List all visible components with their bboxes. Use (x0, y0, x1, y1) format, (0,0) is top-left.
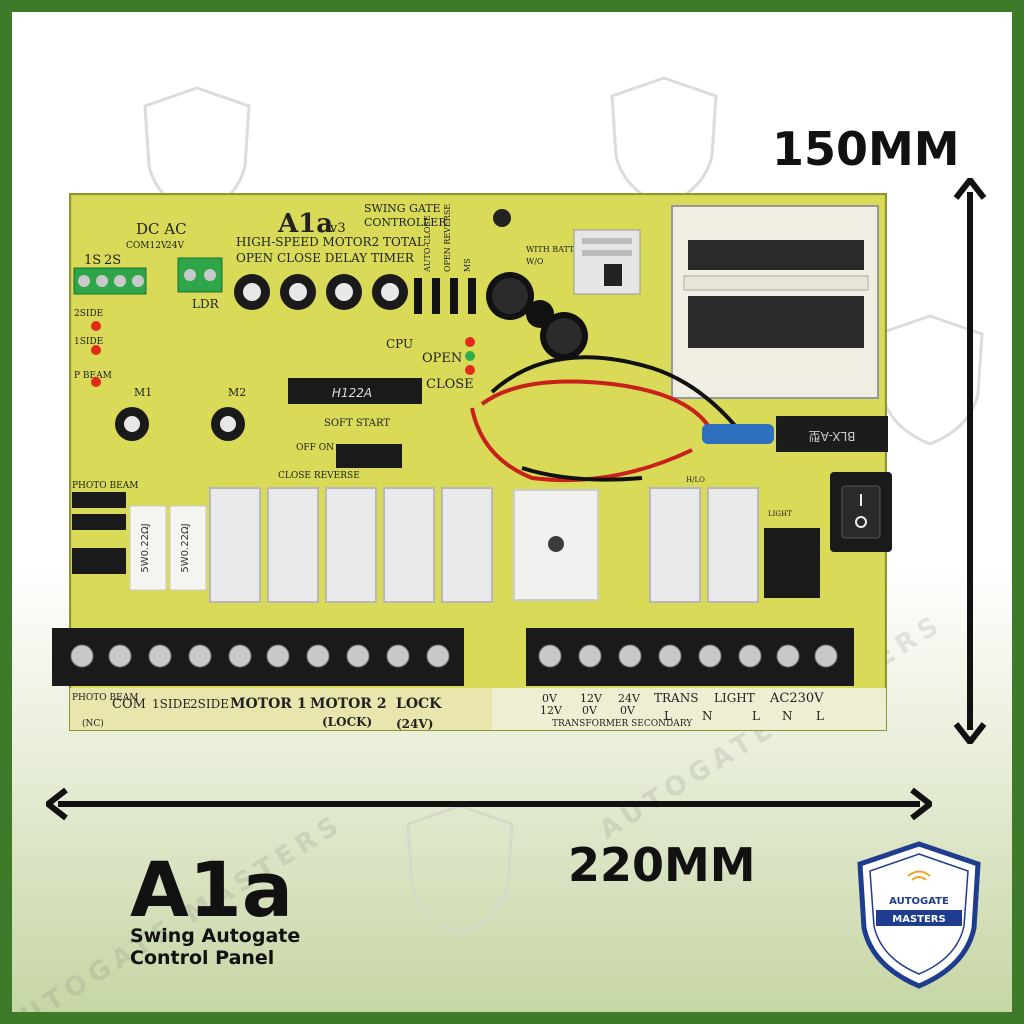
wire-harness (470, 355, 744, 483)
board-heading-1: SWING GATE (364, 202, 441, 215)
width-dimension-label: 220MM (568, 838, 756, 892)
bridge-rectifier (513, 489, 599, 601)
label-photo-beam-bottom: PHOTO BEAM (72, 693, 138, 703)
label-tr-24v: 24V (618, 692, 641, 705)
brand-logo-line2: MASTERS (892, 914, 945, 925)
label-light-l: L (752, 709, 760, 723)
board-com12v: COM12V (126, 241, 168, 251)
jumper-block (414, 278, 476, 314)
board-dc-ac: DC AC (136, 220, 187, 238)
cpu-chip-label: H122A (332, 386, 372, 400)
label-soft-start: SOFT START (324, 418, 390, 429)
relay-bank-left (209, 487, 493, 603)
label-m1: M1 (134, 386, 152, 399)
product-subtitle-line1: Swing Autogate (130, 925, 301, 947)
label-light-relay: LIGHT (768, 510, 792, 518)
label-tr-0v-b: 0V (582, 704, 598, 717)
power-transformer (671, 205, 888, 452)
board-with-battery: WITH BATTERY (526, 245, 592, 254)
label-lock: LOCK (396, 696, 442, 712)
resistor-label-1: 5W0.22ΩJ (140, 523, 151, 572)
board-model: A1a (277, 209, 333, 239)
jumper-label-auto-close: AUTO-CLOSE (423, 215, 432, 273)
wire-connector (702, 424, 774, 444)
label-lock-24v: (24V) (396, 717, 433, 731)
board-pot-header-bottom: OPEN CLOSE DELAY TIMER (236, 251, 415, 265)
ldr-terminal (177, 257, 223, 293)
board-1s: 1S (84, 253, 101, 268)
label-ac230v: AC230V (769, 691, 824, 706)
label-hi-lo: H/LO (686, 476, 705, 484)
height-dimension-label: 150MM (772, 122, 960, 176)
electrolytic-capacitors (486, 209, 588, 360)
status-leds-left (91, 321, 101, 387)
label-nc: (NC) (82, 718, 104, 729)
relay-bank-right (649, 487, 759, 603)
terminal-screws (70, 644, 838, 668)
label-tr-0v: 0V (542, 692, 558, 705)
label-light: LIGHT (714, 691, 755, 705)
jumper-label-ms: MS (463, 258, 472, 272)
label-ac-l: L (816, 709, 824, 723)
photo-beam-header (72, 492, 126, 574)
label-pbeam: P BEAM (74, 371, 112, 381)
cpu-chip: H122A (288, 378, 422, 404)
label-cpu: CPU (386, 337, 413, 351)
label-trans: TRANS (654, 691, 698, 705)
board-2s: 2S (104, 253, 121, 268)
label-1side: 1SIDE (74, 337, 103, 347)
label-ac-n: N (782, 709, 793, 723)
product-subtitle-line2: Control Panel (130, 946, 275, 969)
label-open: OPEN (422, 351, 462, 366)
label-close: CLOSE (426, 377, 474, 392)
transformer-tag: BLX-A型 (809, 429, 856, 443)
potentiometer-row-top (234, 274, 408, 310)
brand-logo: AUTOGATE MASTERS (857, 841, 981, 989)
jumper-label-open-reverse: OPEN REVERSE (443, 204, 452, 272)
label-m2: M2 (228, 386, 246, 399)
product-subtitle: Swing Autogate Control Panel (130, 925, 301, 970)
label-close-reverse: CLOSE REVERSE (278, 471, 360, 481)
label-trans-l: L (664, 709, 672, 723)
brand-logo-line1: AUTOGATE (889, 896, 949, 907)
label-com: COM (112, 697, 146, 712)
label-2side-bottom: 2SIDE (190, 697, 229, 711)
product-title: A1a (130, 845, 293, 934)
label-tr-12v: 12V (580, 692, 603, 705)
label-light-n: N (702, 709, 713, 723)
resistor-label-2: 5W0.22ΩJ (180, 523, 191, 572)
control-panel-board: A1a v3 SWING GATE CONTROLLER DC AC COM12… (52, 193, 892, 731)
board-version: v3 (329, 221, 346, 236)
label-tr-12v-b: 12V (540, 704, 563, 717)
label-transformer-secondary: TRANSFORMER SECONDARY (552, 719, 693, 729)
board-heading-2: CONTROLLER (364, 216, 447, 229)
power-rocker-switch (830, 472, 892, 552)
watermark-shield-4 (406, 804, 514, 936)
board-wo-battery: W/O (526, 257, 544, 266)
board-24v: 24V (166, 241, 184, 251)
power-resistors: 5W0.22ΩJ 5W0.22ΩJ (129, 505, 207, 591)
board-ldr: LDR (192, 297, 220, 311)
label-1side-bottom: 1SIDE (152, 697, 191, 711)
potentiometer-row-motor (115, 407, 245, 441)
label-photo-beam: PHOTO BEAM (72, 481, 138, 491)
height-dimension-arrow (953, 178, 987, 744)
label-off-on: OFF ON (296, 443, 334, 453)
terminal-block-right (526, 628, 854, 686)
light-relay (764, 528, 820, 598)
label-motor-1: MOTOR 1 (230, 696, 307, 712)
label-2side: 2SIDE (74, 309, 103, 319)
driver-chip (336, 444, 402, 468)
label-motor-2-lock: (LOCK) (322, 715, 372, 729)
label-motor-2: MOTOR 2 (310, 696, 387, 712)
label-tr-0v-c: 0V (620, 704, 636, 717)
board-pot-header-top: HIGH-SPEED MOTOR2 TOTAL (236, 235, 425, 249)
voltage-regulator-heatsink (573, 229, 641, 295)
dc-input-terminal (73, 267, 147, 295)
width-dimension-arrow (46, 787, 932, 821)
status-leds-center (465, 337, 475, 375)
